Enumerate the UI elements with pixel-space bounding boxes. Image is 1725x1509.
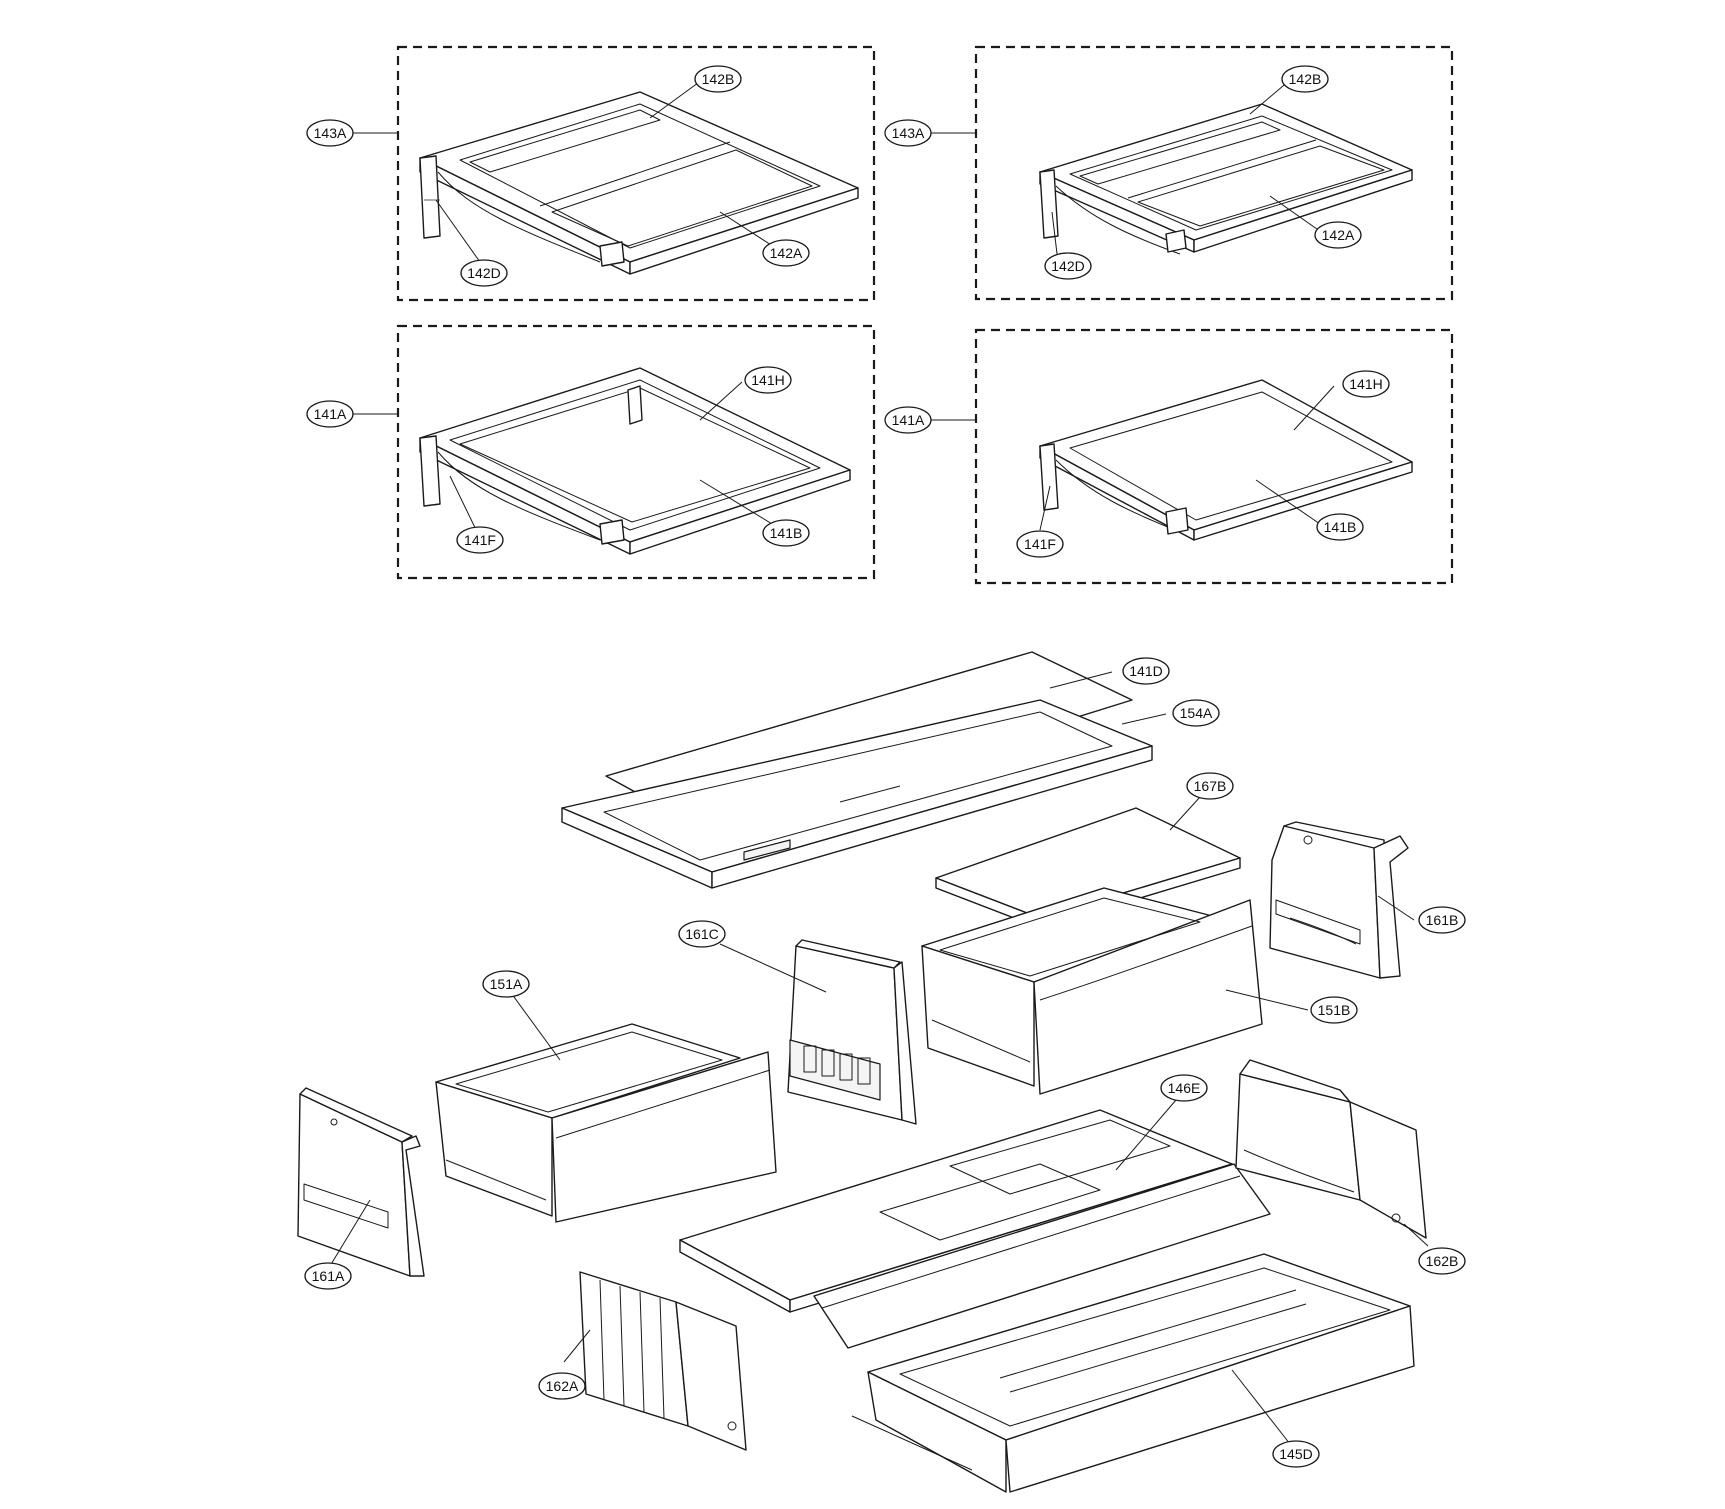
callout-label: 161A bbox=[312, 1268, 345, 1284]
callout-151A: 151A bbox=[482, 970, 530, 998]
callout-141F-left: 141F bbox=[456, 526, 504, 554]
callout-label: 151A bbox=[490, 976, 523, 992]
shelf-assembly-141A-left bbox=[396, 324, 876, 580]
callout-label: 162A bbox=[546, 1378, 579, 1394]
callout-141H-right: 141H bbox=[1342, 370, 1390, 398]
callout-141D: 141D bbox=[1122, 657, 1170, 685]
callout-142A-left: 142A bbox=[762, 239, 810, 267]
callout-label: 141H bbox=[1349, 376, 1382, 392]
callout-154A: 154A bbox=[1172, 699, 1220, 727]
callout-167B: 167B bbox=[1186, 772, 1234, 800]
callout-161B: 161B bbox=[1418, 906, 1466, 934]
callout-label: 151B bbox=[1318, 1002, 1351, 1018]
side-panel-161B bbox=[1269, 821, 1409, 979]
divider-tray-146E bbox=[679, 1109, 1271, 1349]
callout-141A-right: 141A bbox=[884, 406, 932, 434]
drawer-151B bbox=[921, 887, 1263, 1095]
callout-142B-right: 142B bbox=[1281, 65, 1329, 93]
callout-141B-right: 141B bbox=[1316, 513, 1364, 541]
callout-143A-right: 143A bbox=[884, 119, 932, 147]
callout-143A-left: 143A bbox=[306, 119, 354, 147]
callout-142D-right: 142D bbox=[1044, 252, 1092, 280]
callout-label: 141F bbox=[464, 532, 496, 548]
callout-label: 141B bbox=[1324, 519, 1357, 535]
callout-161C: 161C bbox=[678, 920, 726, 948]
side-panel-161A bbox=[297, 1087, 425, 1277]
callout-label: 146E bbox=[1168, 1080, 1201, 1096]
callout-label: 142B bbox=[702, 71, 735, 87]
shelf-assembly-143A-right bbox=[974, 45, 1454, 301]
shelf-assembly-143A-left bbox=[396, 45, 876, 302]
callout-label: 145D bbox=[1279, 1446, 1312, 1462]
callout-label: 141B bbox=[770, 525, 803, 541]
callout-145D: 145D bbox=[1272, 1440, 1320, 1468]
callout-141B-left: 141B bbox=[762, 519, 810, 547]
callout-label: 141A bbox=[892, 412, 925, 428]
callout-141H-left: 141H bbox=[744, 366, 792, 394]
callout-162A: 162A bbox=[538, 1372, 586, 1400]
callout-label: 142D bbox=[467, 265, 500, 281]
callout-146E: 146E bbox=[1160, 1074, 1208, 1102]
callout-label: 141F bbox=[1024, 536, 1056, 552]
callout-label: 167B bbox=[1194, 778, 1227, 794]
callout-label: 142A bbox=[1322, 227, 1355, 243]
callout-label: 141A bbox=[314, 406, 347, 422]
callout-161A: 161A bbox=[304, 1262, 352, 1290]
tray-145D bbox=[851, 1253, 1415, 1493]
callout-142A-right: 142A bbox=[1314, 221, 1362, 249]
callout-141A-left: 141A bbox=[306, 400, 354, 428]
callout-141F-right: 141F bbox=[1016, 530, 1064, 558]
callout-label: 142D bbox=[1051, 258, 1084, 274]
cover-162A bbox=[579, 1271, 747, 1451]
callout-142D-left: 142D bbox=[460, 259, 508, 287]
shelf-assembly-141A-right bbox=[974, 328, 1454, 585]
frame-154A bbox=[561, 699, 1153, 889]
callout-142B-left: 142B bbox=[694, 65, 742, 93]
callout-162B: 162B bbox=[1418, 1247, 1466, 1275]
callout-label: 142B bbox=[1289, 71, 1322, 87]
callout-label: 161C bbox=[685, 926, 718, 942]
cover-162B bbox=[1235, 1059, 1427, 1239]
callout-label: 162B bbox=[1426, 1253, 1459, 1269]
side-panel-161C bbox=[787, 939, 917, 1125]
callout-label: 161B bbox=[1426, 912, 1459, 928]
callout-151B: 151B bbox=[1310, 996, 1358, 1024]
callout-label: 141H bbox=[751, 372, 784, 388]
callout-label: 142A bbox=[770, 245, 803, 261]
drawer-151A bbox=[435, 1023, 777, 1223]
callout-label: 154A bbox=[1180, 705, 1213, 721]
callout-label: 143A bbox=[314, 125, 347, 141]
callout-label: 143A bbox=[892, 125, 925, 141]
callout-label: 141D bbox=[1129, 663, 1162, 679]
